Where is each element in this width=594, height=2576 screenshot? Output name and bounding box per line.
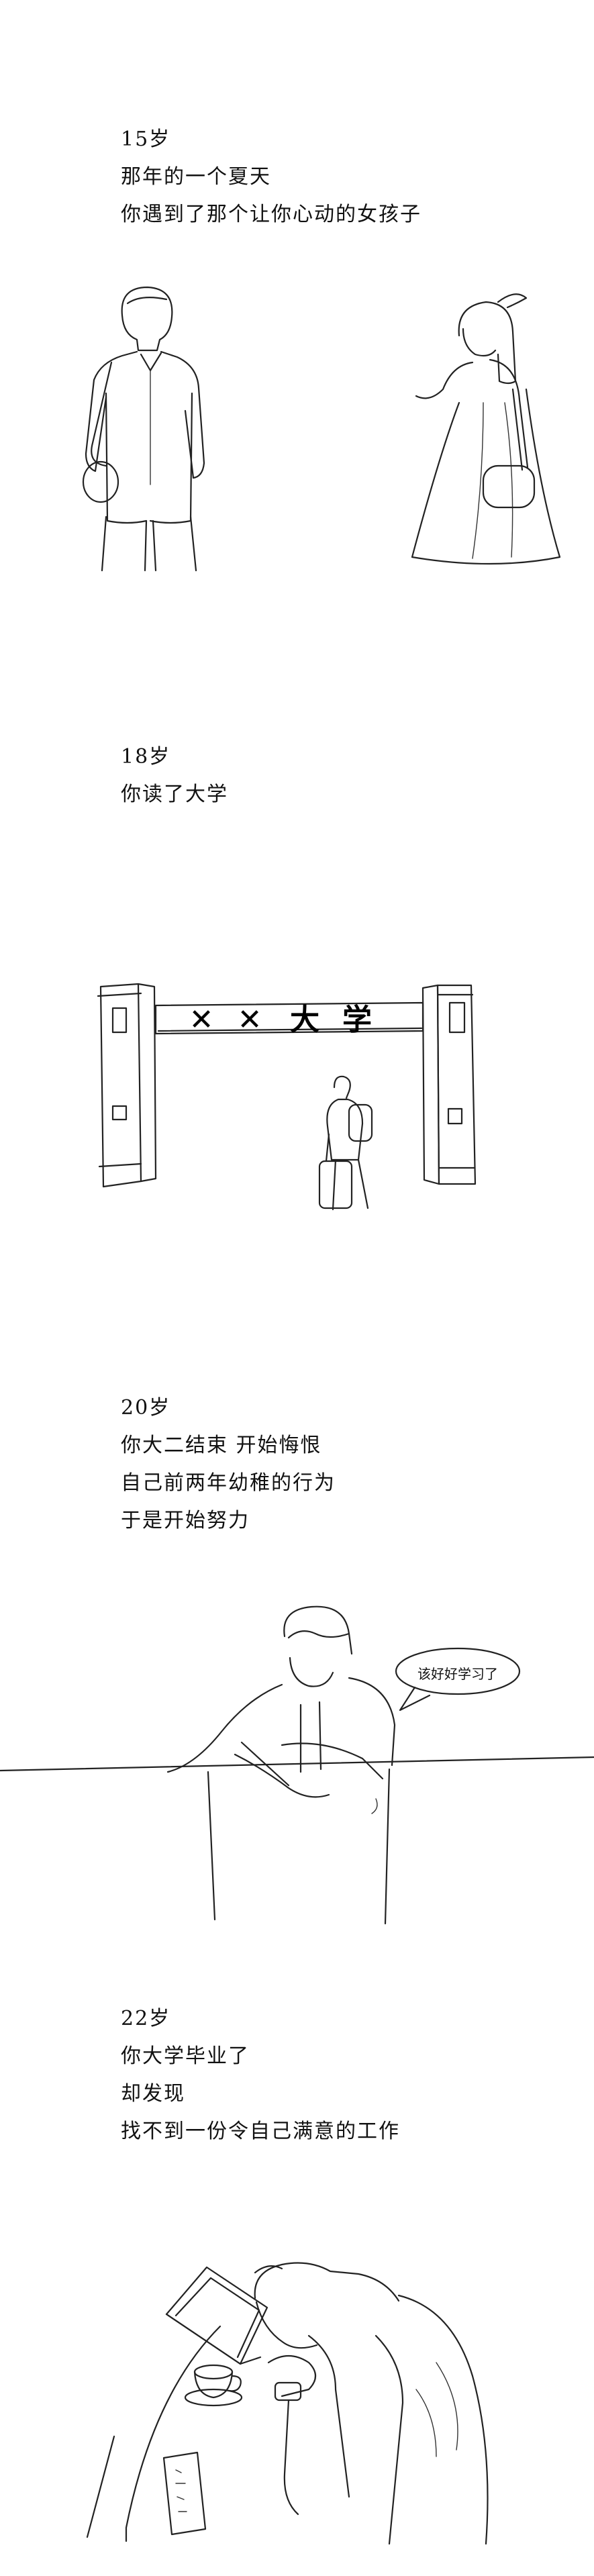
- desk-edge: [126, 2326, 220, 2541]
- sign-char: ✕: [238, 1003, 262, 1037]
- boy-and-girl-illustration: [0, 0, 594, 604]
- age-label: 15岁: [121, 128, 171, 151]
- caption-line: 你读了大学: [121, 783, 228, 806]
- frustrated-graduate-illustration: [0, 1987, 594, 2576]
- panel-age-15: 15岁 那年的一个夏天 你遇到了那个让你心动的女孩子: [0, 0, 594, 604]
- laptop: [166, 2267, 267, 2364]
- coffee-cup: [185, 2365, 242, 2406]
- speech-bubble-text: 该好好学习了: [417, 1666, 498, 1682]
- panel-caption: 22岁 你大学毕业了 却发现 找不到一份令自己满意的工作: [121, 2000, 400, 2150]
- caption-line: 于是开始努力: [121, 1509, 250, 1532]
- girl-figure: [412, 294, 560, 564]
- caption-line: 自己前两年幼稚的行为: [121, 1471, 336, 1495]
- panel-age-18: 18岁 你读了大学 ✕ ✕ 大 学: [0, 725, 594, 1302]
- speech-bubble: [396, 1648, 519, 1710]
- boy-figure: [83, 287, 204, 571]
- age-label: 20岁: [121, 1396, 171, 1420]
- studying-student-illustration: [0, 1369, 594, 1946]
- caption-line: 那年的一个夏天: [121, 165, 271, 189]
- caption-line: 你大学毕业了: [121, 2044, 250, 2068]
- age-label: 18岁: [121, 745, 171, 769]
- sign-char: 学: [342, 1003, 372, 1037]
- caption-line: 你大二结束 开始悔恨: [121, 1434, 322, 1457]
- caption-line: 你遇到了那个让你心动的女孩子: [121, 203, 422, 226]
- caption-line: 却发现: [121, 2082, 185, 2106]
- panel-caption: 15岁 那年的一个夏天 你遇到了那个让你心动的女孩子: [121, 121, 422, 234]
- age-label: 22岁: [121, 2007, 171, 2030]
- panel-age-22: 22岁 你大学毕业了 却发现 找不到一份令自己满意的工作: [0, 1987, 594, 2576]
- university-sign: ✕ ✕ 大 学: [156, 1003, 423, 1037]
- desk-edge: [0, 1757, 594, 1771]
- left-gate-pillar: [98, 984, 156, 1187]
- sign-char: 大: [290, 1003, 319, 1037]
- student-with-luggage: [319, 1077, 372, 1209]
- sign-char: ✕: [189, 1003, 214, 1037]
- university-gate-illustration: ✕ ✕ 大 学: [0, 725, 594, 1302]
- paper-sheet: [164, 2453, 205, 2534]
- graduate-figure: [255, 2263, 488, 2544]
- panel-caption: 20岁 你大二结束 开始悔恨 自己前两年幼稚的行为 于是开始努力: [121, 1389, 336, 1540]
- panel-caption: 18岁 你读了大学: [121, 738, 228, 813]
- panel-age-20: 20岁 你大二结束 开始悔恨 自己前两年幼稚的行为 于是开始努力 该好好学习了: [0, 1369, 594, 1946]
- student-figure: [168, 1607, 395, 1924]
- caption-line: 找不到一份令自己满意的工作: [121, 2120, 400, 2143]
- right-gate-pillar: [423, 985, 475, 1184]
